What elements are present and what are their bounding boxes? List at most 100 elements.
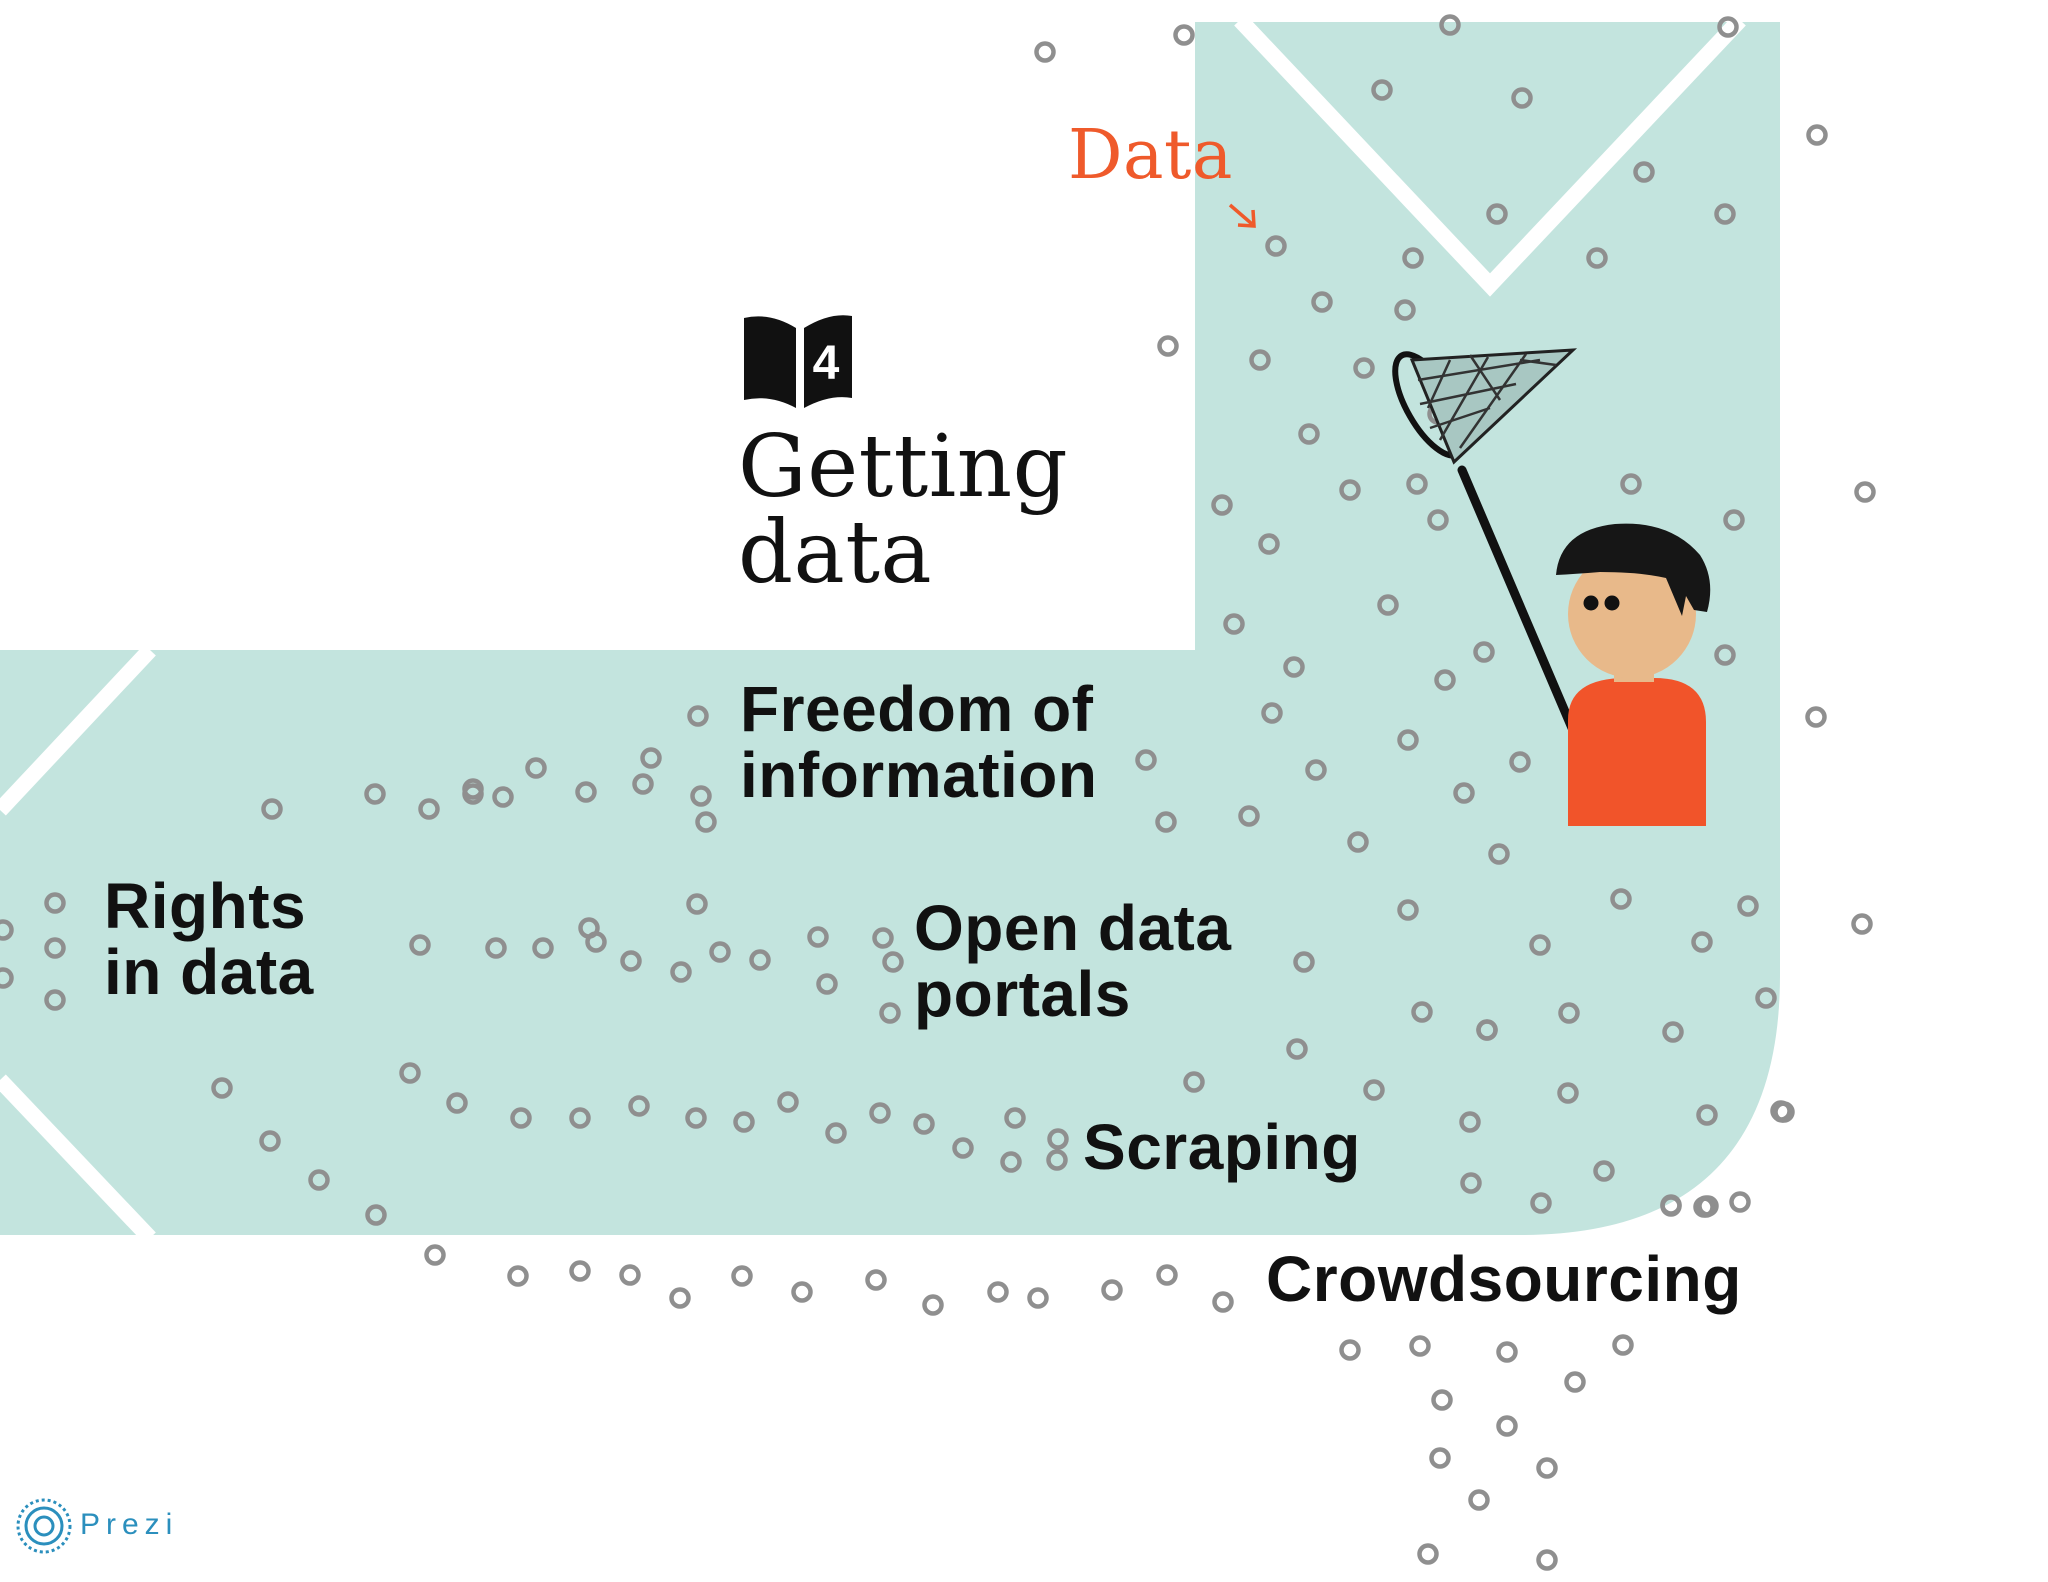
- data-dot-icon: [1261, 702, 1283, 724]
- data-dot-icon: [690, 785, 712, 807]
- data-dot-icon: [1431, 1389, 1453, 1411]
- data-dot-icon: [446, 1092, 468, 1114]
- data-dot-icon: [485, 937, 507, 959]
- data-dot-icon: [1347, 831, 1369, 853]
- data-dot-icon: [1339, 1339, 1361, 1361]
- data-dot-icon: [1238, 805, 1260, 827]
- data-dot-icon: [1473, 641, 1495, 663]
- data-dot-icon: [1397, 729, 1419, 751]
- data-dot-icon: [1468, 1489, 1490, 1511]
- topic-open-data-portals: Open data portals: [914, 892, 1232, 1028]
- data-dot-icon: [44, 937, 66, 959]
- person-body: [1568, 678, 1706, 826]
- data-dot-icon: [1691, 931, 1713, 953]
- chapter-title-line-2: data: [738, 503, 933, 603]
- data-dot-icon: [1459, 1111, 1481, 1133]
- chapter-title-line-1: Getting: [738, 417, 1069, 517]
- net-handle: [1457, 465, 1577, 733]
- data-dot-icon: [0, 967, 14, 989]
- data-dot-icon: [1046, 1149, 1068, 1171]
- data-dot-icon: [569, 1260, 591, 1282]
- data-dot-icon: [1737, 895, 1759, 917]
- data-dot-icon: [1488, 843, 1510, 865]
- data-dot-icon: [1377, 594, 1399, 616]
- data-dot-icon: [1406, 473, 1428, 495]
- chapter-title: Getting data: [738, 424, 1068, 596]
- data-dot-icon: [308, 1169, 330, 1191]
- data-dot-icon: [1509, 751, 1531, 773]
- person-hair: [1556, 523, 1711, 616]
- data-dot-icon: [816, 973, 838, 995]
- data-dot-icon: [869, 1102, 891, 1124]
- topic-freedom-line-1: Freedom of: [740, 673, 1094, 745]
- data-dot-icon: [865, 1269, 887, 1291]
- data-dot-icon: [1620, 473, 1642, 495]
- data-dot-icon: [525, 757, 547, 779]
- data-dot-icon: [777, 1091, 799, 1113]
- data-dot-icon: [1806, 124, 1828, 146]
- topic-rights-line-2: in data: [104, 935, 314, 1008]
- data-dot-icon: [1593, 1160, 1615, 1182]
- data-dot-icon: [882, 951, 904, 973]
- data-dot-icon: [620, 950, 642, 972]
- data-dot-icon: [365, 1204, 387, 1226]
- data-dot-icon: [807, 926, 829, 948]
- data-dot-icon: [628, 1095, 650, 1117]
- data-dot-icon: [1427, 509, 1449, 531]
- data-dot-icon: [1223, 613, 1245, 635]
- data-dot-icon: [211, 1077, 233, 1099]
- data-arrow-shaft: [1228, 203, 1254, 226]
- data-dot-icon: [987, 1281, 1009, 1303]
- data-dot-icon: [462, 778, 484, 800]
- data-dot-icon: [1696, 1104, 1718, 1126]
- topic-scraping: Scraping: [1083, 1111, 1361, 1183]
- data-dot-icon: [687, 705, 709, 727]
- data-dot-icon: [733, 1111, 755, 1133]
- data-dot-icon: [1429, 1447, 1451, 1469]
- data-dot-icon: [1258, 533, 1280, 555]
- data-dot-icon: [670, 961, 692, 983]
- data-dot-icon: [1156, 1264, 1178, 1286]
- data-dot-icon: [1135, 749, 1157, 771]
- data-dot-icon: [1173, 24, 1195, 46]
- data-dot-icon: [709, 941, 731, 963]
- person-eye-right: [1604, 595, 1620, 611]
- data-dot-icon: [1394, 299, 1416, 321]
- data-dot-icon: [510, 1107, 532, 1129]
- person-face: [1568, 550, 1696, 678]
- data-dots: [0, 14, 1876, 1571]
- data-dot-icon: [1434, 669, 1456, 691]
- net-mesh-lines: [1417, 353, 1557, 449]
- data-dot-icon: [507, 1265, 529, 1287]
- data-dot-icon: [1854, 481, 1876, 503]
- data-dot-icon: [685, 1107, 707, 1129]
- person-with-net-figure: [1392, 348, 1711, 826]
- data-dot-icon: [731, 1265, 753, 1287]
- data-dot-icon: [1293, 951, 1315, 973]
- data-dot-icon: [1453, 782, 1475, 804]
- data-dot-icon: [825, 1122, 847, 1144]
- data-dot-icon: [632, 773, 654, 795]
- data-dot-icon: [1101, 1279, 1123, 1301]
- data-dot-icon: [1417, 1543, 1439, 1565]
- chapter-book-icon: [744, 315, 852, 408]
- data-dot-icon: [532, 937, 554, 959]
- data-dot-icon: [879, 1002, 901, 1024]
- data-dot-icon: [1530, 1192, 1552, 1214]
- data-dot-icon: [1536, 1549, 1558, 1571]
- data-dot-icon: [749, 949, 771, 971]
- data-dot-icon: [640, 747, 662, 769]
- data-dot-icon: [1662, 1021, 1684, 1043]
- data-dot-icon: [695, 811, 717, 833]
- data-dot-icon: [1371, 79, 1393, 101]
- data-dot-icon: [952, 1137, 974, 1159]
- data-dot-icon: [492, 786, 514, 808]
- data-dot-icon: [1773, 1101, 1795, 1123]
- data-dot-icon: [1697, 1195, 1719, 1217]
- prezi-brand-text: Prezi: [80, 1508, 179, 1541]
- data-dot-icon: [791, 1281, 813, 1303]
- data-dot-icon: [1305, 759, 1327, 781]
- topic-open-line-1: Open data: [914, 892, 1232, 964]
- data-dot-icon: [1439, 14, 1461, 36]
